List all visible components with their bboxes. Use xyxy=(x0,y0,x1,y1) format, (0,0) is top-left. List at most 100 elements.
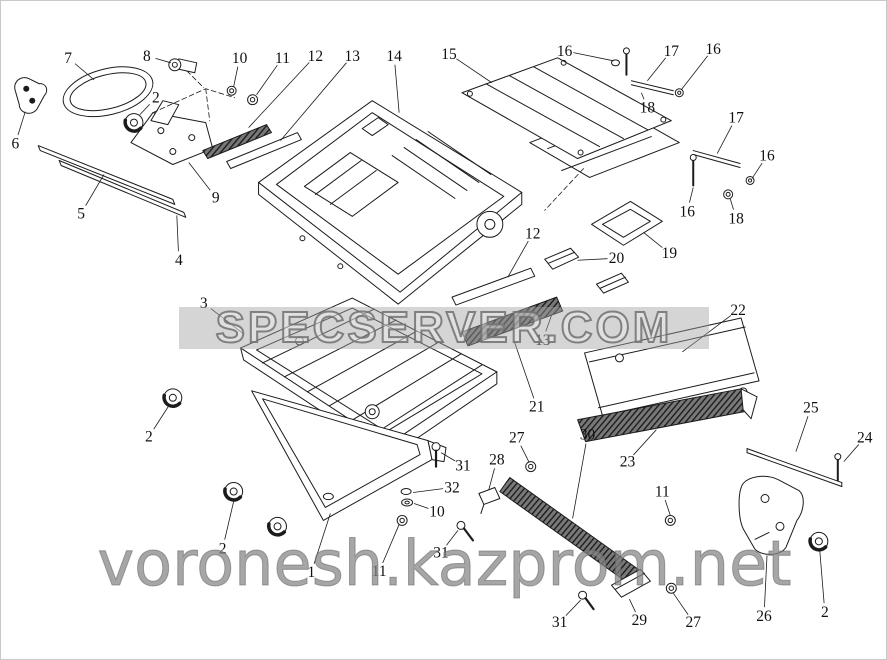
leader-line xyxy=(751,162,763,179)
part-label-18-11: 18 xyxy=(640,100,656,117)
part-label-11-3: 11 xyxy=(275,50,290,67)
part-26-bracket xyxy=(738,475,804,555)
leader-line xyxy=(573,52,614,62)
part-label-2-13: 2 xyxy=(152,90,160,107)
part-label-2-27: 2 xyxy=(145,429,153,446)
part-label-11-38: 11 xyxy=(655,483,670,500)
part-label-3-28: 3 xyxy=(200,295,208,312)
part-label-19-21: 19 xyxy=(662,245,678,262)
part-20-brackets xyxy=(544,247,629,294)
leader-line xyxy=(233,66,239,87)
part-label-17-17: 17 xyxy=(728,110,744,127)
part-label-12-4: 12 xyxy=(308,48,323,65)
part-label-21-25: 21 xyxy=(529,399,544,416)
part-25-rod xyxy=(746,448,843,488)
fastener-set-right xyxy=(689,150,755,200)
part-label-16-10: 16 xyxy=(705,41,721,58)
part-label-6-12: 6 xyxy=(11,136,19,153)
leader-line xyxy=(633,429,657,456)
part-2-grommet xyxy=(162,388,183,409)
nut-11 xyxy=(664,514,676,526)
part-label-5-15: 5 xyxy=(77,205,85,222)
part-label-13-5: 13 xyxy=(345,48,361,65)
leader-line xyxy=(643,231,663,248)
part-label-9-14: 9 xyxy=(212,189,220,206)
part-label-30-34: 30 xyxy=(580,427,596,444)
part-label-31-35: 31 xyxy=(455,458,470,475)
leader-line xyxy=(507,240,529,278)
bolt-31 xyxy=(578,590,595,611)
leader-line xyxy=(577,258,608,261)
leader-line xyxy=(413,503,429,509)
leader-line xyxy=(513,339,535,399)
leader-line xyxy=(629,599,636,613)
part-13-seal-strip-right xyxy=(461,296,564,347)
leader-line xyxy=(139,103,151,115)
leader-line xyxy=(764,555,768,608)
part-28-clip xyxy=(478,487,501,514)
leader-line xyxy=(446,530,459,546)
leader-line xyxy=(256,64,278,95)
leader-line xyxy=(210,308,244,335)
part-label-2-47: 2 xyxy=(821,604,829,621)
leader-line xyxy=(74,63,95,81)
part-30-seal-strip xyxy=(499,477,643,587)
part-label-12-22: 12 xyxy=(525,225,540,242)
part-13-strip-left xyxy=(226,132,302,169)
leader-line xyxy=(565,599,581,616)
alignment-dash-line xyxy=(544,168,584,211)
part-label-25-30: 25 xyxy=(803,400,819,417)
part-label-2-39: 2 xyxy=(219,540,227,557)
nut-11 xyxy=(396,514,408,526)
leader-line xyxy=(313,513,331,564)
leader-line xyxy=(641,92,645,100)
part-12-seal-strip-left xyxy=(202,124,273,160)
nut-27 xyxy=(525,461,537,473)
part-29-end-bracket xyxy=(610,568,651,598)
part-19-frame xyxy=(591,200,663,246)
part-label-13-24: 13 xyxy=(535,332,551,349)
part-label-22-26: 22 xyxy=(730,302,745,319)
part-label-10-2: 10 xyxy=(232,50,248,67)
part-8-plug xyxy=(168,58,198,74)
part-5-strip xyxy=(37,145,176,205)
part-label-8-1: 8 xyxy=(143,48,151,65)
part-label-4-16: 4 xyxy=(175,252,183,269)
leader-line xyxy=(85,174,105,206)
part-label-29-44: 29 xyxy=(632,612,648,629)
part-label-16-18: 16 xyxy=(759,148,775,165)
part-4-strip xyxy=(58,160,187,218)
leader-line xyxy=(819,551,825,604)
leader-line xyxy=(382,524,400,564)
leader-line xyxy=(647,57,667,82)
leader-line xyxy=(413,488,444,493)
part-label-16-8: 16 xyxy=(557,43,573,60)
part-2-grommet xyxy=(808,531,829,552)
leader-line xyxy=(394,64,400,113)
bolt-31 xyxy=(431,442,441,468)
part-label-20-23: 20 xyxy=(609,250,625,267)
leader-line xyxy=(572,443,587,519)
leader-line xyxy=(664,499,671,516)
part-label-24-31: 24 xyxy=(857,430,873,447)
part-12-strip-right xyxy=(451,267,536,306)
leader-line xyxy=(545,314,553,332)
part-label-27-45: 27 xyxy=(686,614,702,631)
leader-line xyxy=(224,501,235,540)
part-2-grommet xyxy=(223,482,244,502)
leader-line xyxy=(716,125,733,154)
leader-line xyxy=(456,58,493,84)
leader-line xyxy=(680,55,708,90)
washer-32 xyxy=(400,488,412,495)
part-label-17-9: 17 xyxy=(664,43,680,60)
leader-line xyxy=(729,198,734,210)
leader-line xyxy=(689,187,694,203)
part-14-floor-panel xyxy=(258,100,523,305)
leader-line xyxy=(520,445,530,462)
leader-line xyxy=(155,57,171,64)
part-label-11-41: 11 xyxy=(372,563,387,580)
leader-line xyxy=(188,162,211,191)
